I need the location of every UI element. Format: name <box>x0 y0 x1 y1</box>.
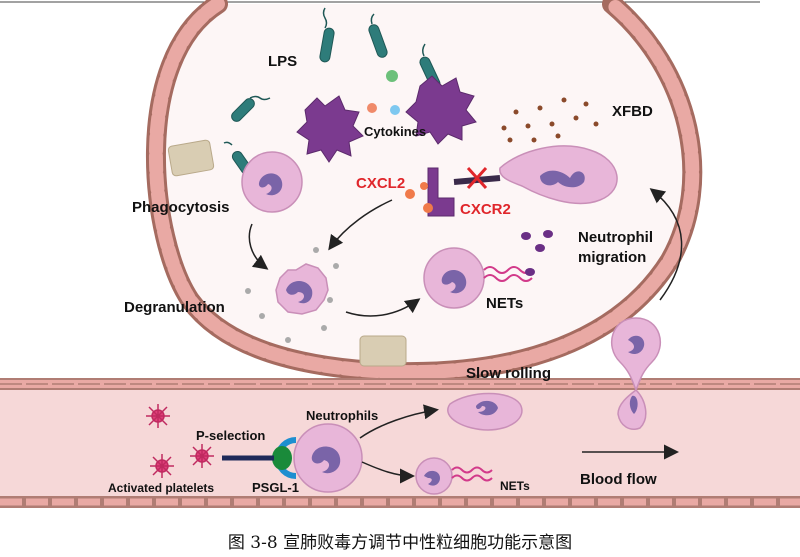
arrow-migration-up <box>649 188 683 301</box>
figure-caption: 图 3-8 宣肺败毒方调节中性粒细胞功能示意图 <box>227 533 573 553</box>
label-nets-bottom: NETs <box>500 479 530 493</box>
arrow-cxcl2-to-degranulation <box>328 199 393 251</box>
nets-granules-top <box>521 230 553 276</box>
label-psgl1: PSGL-1 <box>252 480 299 495</box>
epithelial-cell-bottom <box>359 335 407 367</box>
epithelial-cell-left <box>167 139 215 177</box>
label-p-selection: P-selection <box>196 428 265 443</box>
psgl1-receptor <box>272 437 297 479</box>
neutrophil-slow-rolling <box>447 392 523 431</box>
bacteria-tails <box>223 7 426 146</box>
neutrophil-nets-top <box>423 247 533 309</box>
cytokine-dots <box>367 70 400 115</box>
label-cxcr2: CXCR2 <box>460 201 511 218</box>
neutrophil-migrating-top <box>499 145 618 205</box>
label-neutrophil-migration-line1: Neutrophil <box>578 229 653 246</box>
label-neutrophil-migration-line2: migration <box>578 249 646 266</box>
cxcr2-receptor <box>427 166 501 217</box>
label-neutrophils: Neutrophils <box>306 408 378 423</box>
arrow-degranulation-to-nets <box>345 298 421 317</box>
label-phagocytosis: Phagocytosis <box>132 199 230 216</box>
neutrophil-adhering <box>293 423 363 493</box>
neutrophil-phagocytosis <box>241 151 303 213</box>
arrow-to-slow-rolling <box>359 404 439 439</box>
label-xfbd: XFBD <box>612 103 653 120</box>
macrophage-right <box>405 75 477 145</box>
xfbd-particles <box>501 97 599 143</box>
label-blood-flow: Blood flow <box>580 471 657 488</box>
neutrophil-degranulation <box>275 263 329 315</box>
arrow-phagocytosis-to-degranulation <box>248 223 269 270</box>
activated-platelets <box>146 404 214 478</box>
cxcl2-dots <box>405 182 433 213</box>
label-nets-top: NETs <box>486 295 523 312</box>
blood-vessel <box>0 378 800 508</box>
macrophage-left <box>296 95 364 163</box>
label-activated-platelets: Activated platelets <box>108 481 214 495</box>
label-cytokines: Cytokines <box>364 124 426 139</box>
label-lps: LPS <box>268 53 297 70</box>
label-slow-rolling: Slow rolling <box>466 365 551 382</box>
arrow-to-nets-bottom <box>361 461 415 484</box>
neutrophil-nets-bottom <box>415 457 493 495</box>
degranulation-granules <box>245 247 339 343</box>
bacteria-group <box>231 24 441 176</box>
label-degranulation: Degranulation <box>124 299 225 316</box>
label-cxcl2: CXCL2 <box>356 175 405 192</box>
neutrophil-transmigrating <box>610 317 662 430</box>
arrows <box>248 188 683 484</box>
